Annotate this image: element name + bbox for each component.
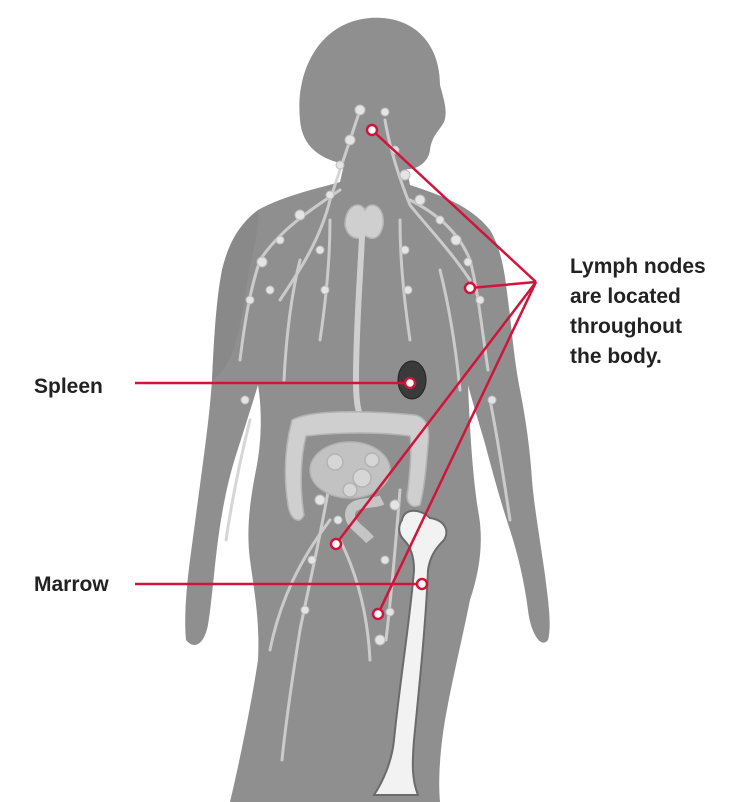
- lymph-nodes-label-line-2: are located: [570, 282, 706, 312]
- neck-node-marker: [367, 125, 377, 135]
- arm-node-marker: [465, 283, 475, 293]
- lymph-nodes-label-line-3: throughout: [570, 312, 706, 342]
- thigh-node-marker: [373, 609, 383, 619]
- lymph-nodes-label-line-4: the body.: [570, 342, 706, 372]
- spleen-label: Spleen: [34, 372, 103, 402]
- thymus: [345, 205, 383, 238]
- lymph-nodes-label: Lymph nodes are located throughout the b…: [570, 252, 706, 372]
- groin-node-marker: [331, 539, 341, 549]
- human-body-silhouette: [185, 18, 549, 802]
- marrow-label: Marrow: [34, 570, 109, 600]
- lymph-nodes-label-line-1: Lymph nodes: [570, 252, 706, 282]
- spleen-marker: [405, 378, 415, 388]
- marrow-marker: [417, 579, 427, 589]
